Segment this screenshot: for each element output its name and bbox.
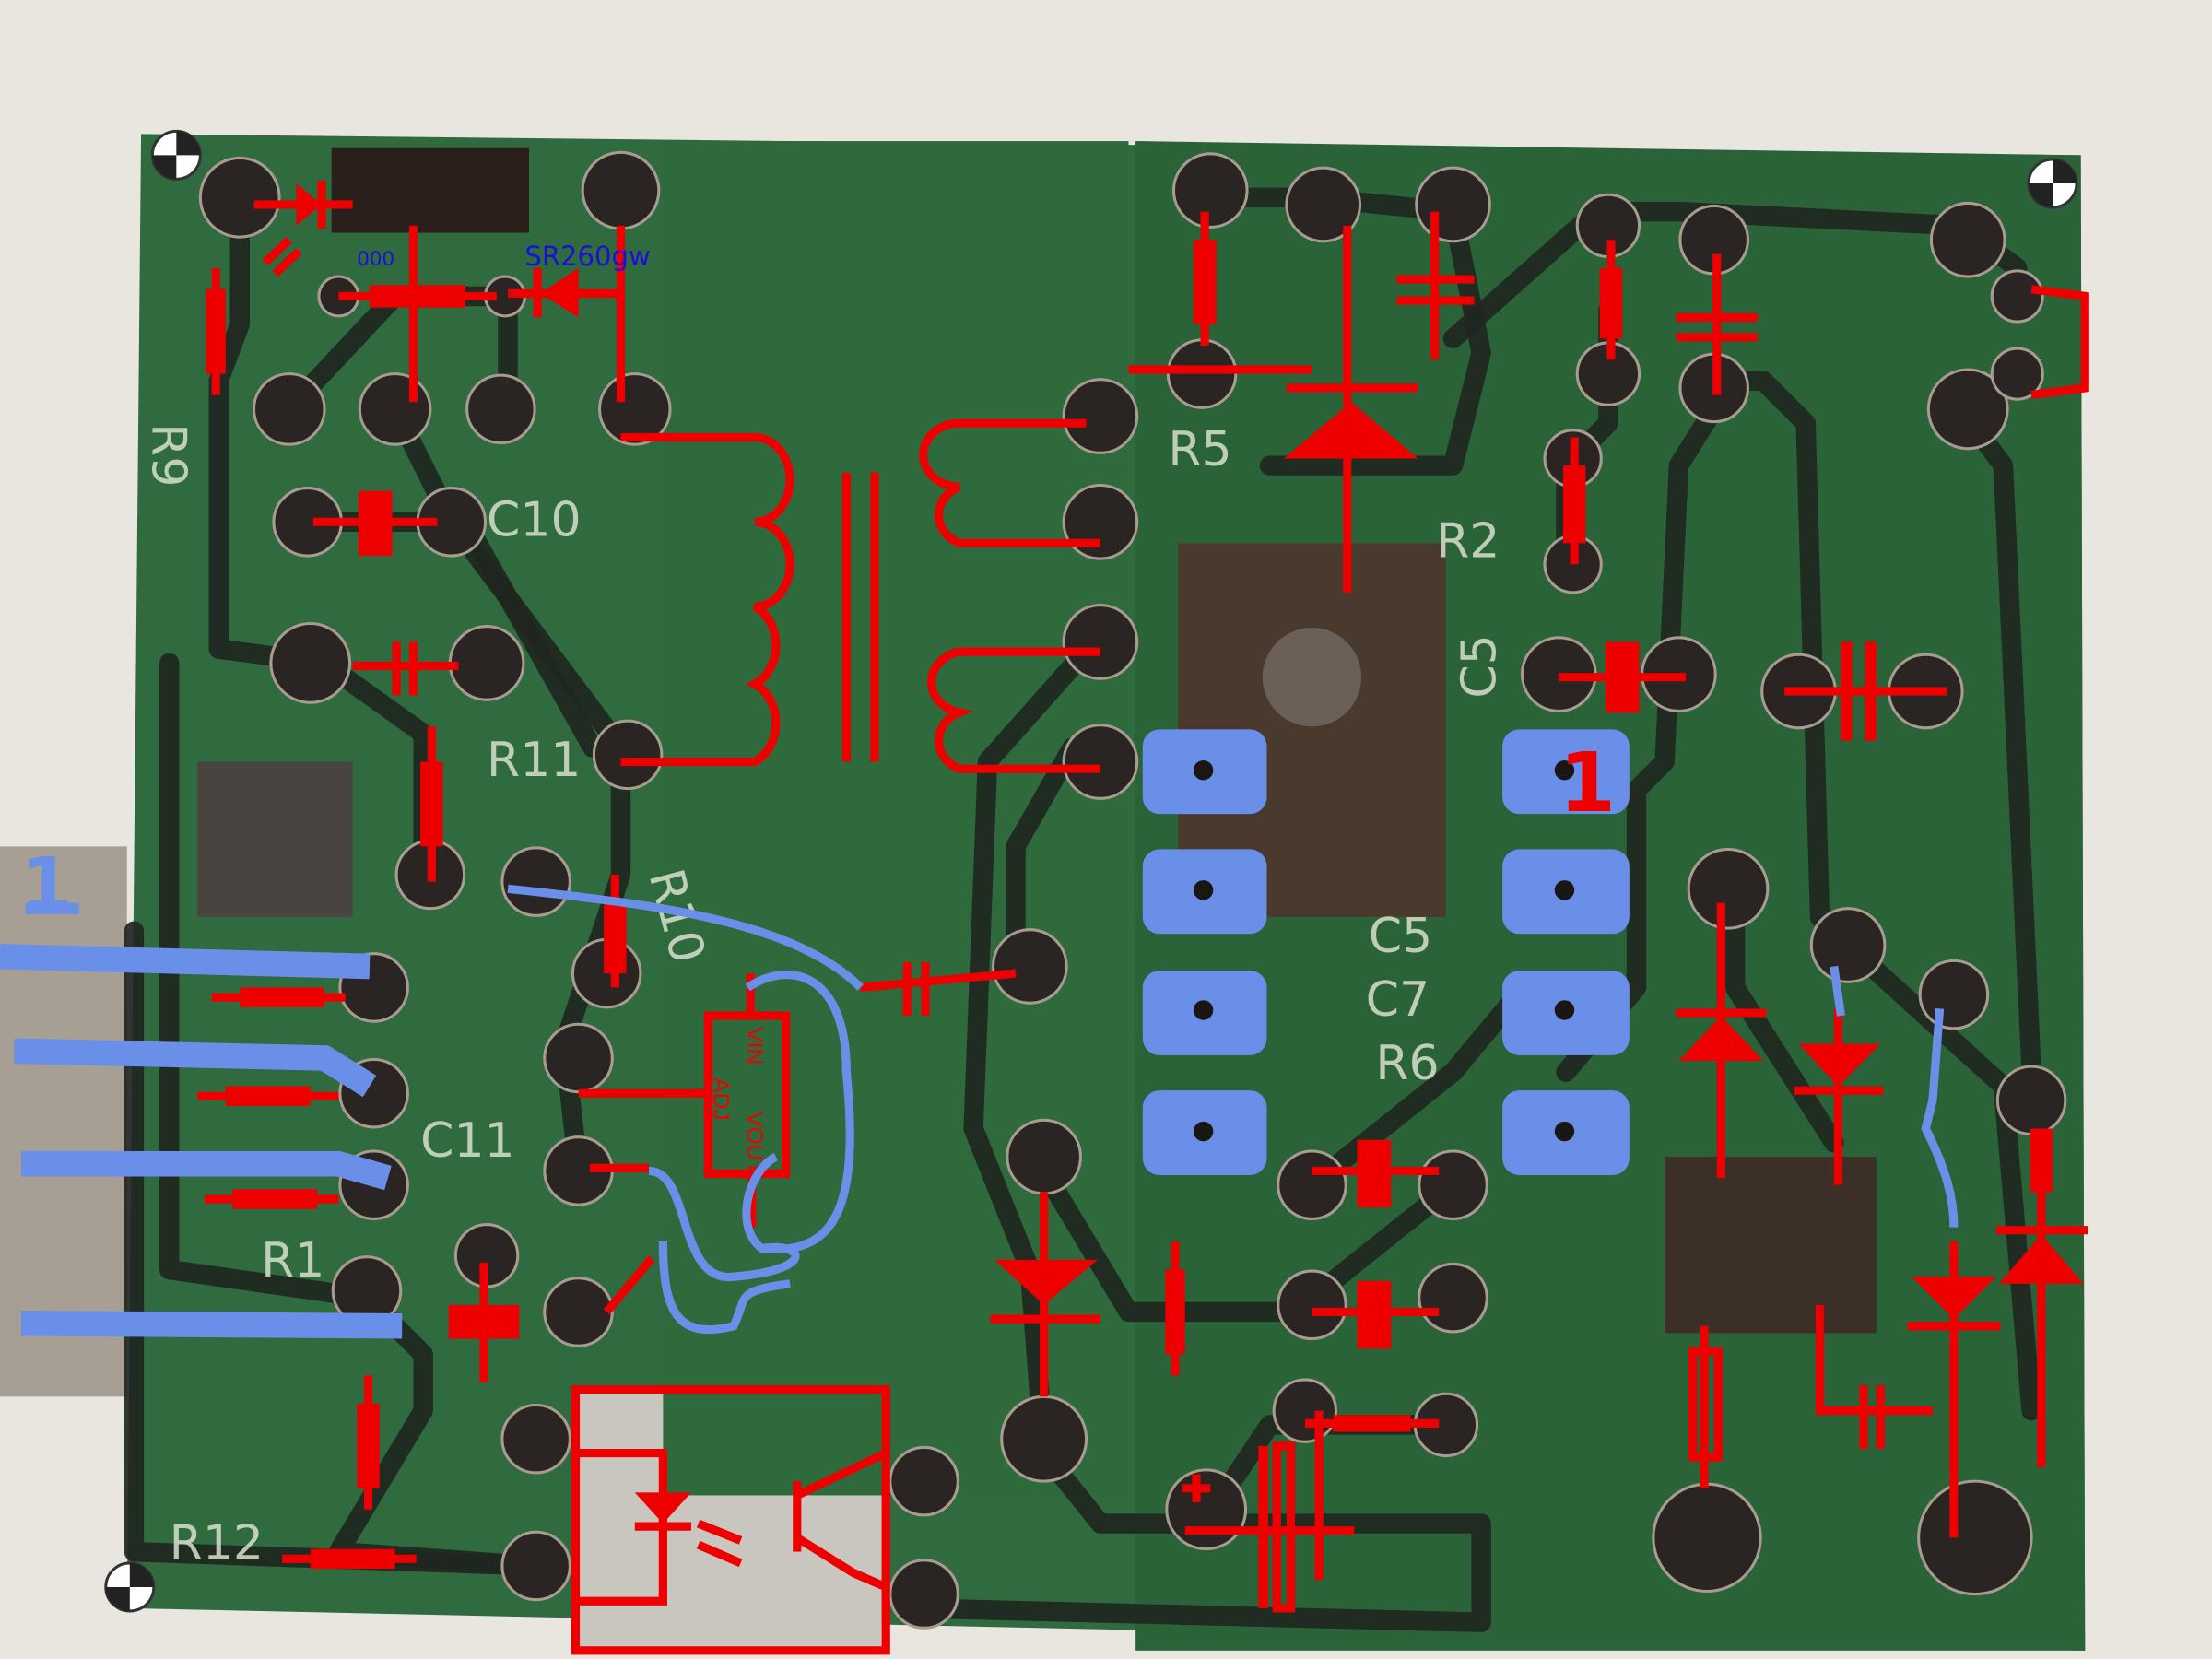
resistor-symbol [282,1548,417,1570]
silk-r1: R1 [261,1233,324,1288]
capacitor-symbol [1815,1304,1933,1449]
mounting-hole-icon [150,129,202,181]
capacitor-symbol [860,961,1017,1017]
silk-c7: C7 [1366,972,1430,1028]
silk-r9: R9 [140,423,195,487]
diode-symbol [1794,1008,1884,1185]
silk-r12: R12 [170,1515,264,1571]
capacitor-symbol [1312,1139,1440,1208]
smd-chip [331,147,529,233]
resistor-symbol [1688,1325,1723,1488]
connector-pins [0,846,127,1397]
schematic-overlay: VIN ADJ VOUT [197,180,2089,1655]
diode-symbol [1676,902,1767,1179]
diode-symbol [1907,1241,2001,1538]
capacitor-symbol [1396,211,1475,360]
diode-symbol [508,267,621,318]
capacitor-symbol [448,1262,520,1382]
diode-symbol [253,180,353,277]
regulator-adj-label: ADJ [708,1077,733,1120]
solder-pads [198,150,2067,1630]
capacitor-symbol [1559,641,1687,712]
resistor-symbol [206,267,226,395]
capacitor-symbol [1182,1410,1355,1613]
resistor-symbol [197,1086,339,1106]
diode-symbol [1128,225,1418,593]
pin-holes [1193,760,1575,1142]
bridge-part [1665,1157,1877,1334]
resistor-symbol [1193,211,1217,346]
mounting-hole-icon [2027,158,2078,209]
diode-part-label: SR260gw [524,241,650,272]
mounting-hole-icon [104,1561,156,1613]
resistor-symbol [1304,1415,1440,1432]
resistor-code-label: 000 [357,248,394,271]
resistor-symbol [357,1375,380,1510]
capacitor-symbol [312,490,438,557]
pin1-left-label: 1 [21,841,72,927]
ic-body [197,761,353,917]
capacitor-symbol [1676,253,1759,395]
capacitor-symbol [1312,1280,1440,1349]
silk-r5: R5 [1168,422,1231,477]
resistor-symbol [211,987,346,1007]
resistor-symbol [1599,240,1623,360]
diode-symbol [990,1192,1100,1397]
silk-c10: C10 [487,493,582,548]
capacitor-symbol [352,641,459,696]
silk-r6: R6 [1375,1036,1439,1091]
silk-c11: C11 [420,1113,515,1169]
resistor-symbol [1165,1241,1185,1376]
resistor-symbol [604,874,627,988]
regulator-vin-label: VIN [742,1027,767,1065]
silk-c5-bottom: C5 [1369,909,1432,964]
pin1-right-label: 1 [1559,735,1616,830]
transformer-symbol [620,418,1100,773]
resistor-symbol [420,726,443,882]
heatsink-screw [1262,628,1362,727]
optocoupler-symbol [571,1385,890,1655]
resistor-symbol [204,1189,339,1209]
diode-symbol [1995,1128,2088,1467]
resistor-symbol [1562,437,1586,565]
capacitor-symbol [1784,641,1947,741]
blue-wires [0,884,1959,1339]
silk-r11: R11 [487,733,581,788]
silk-r2: R2 [1436,514,1500,570]
silk-c5-top: C5 [1452,634,1507,698]
